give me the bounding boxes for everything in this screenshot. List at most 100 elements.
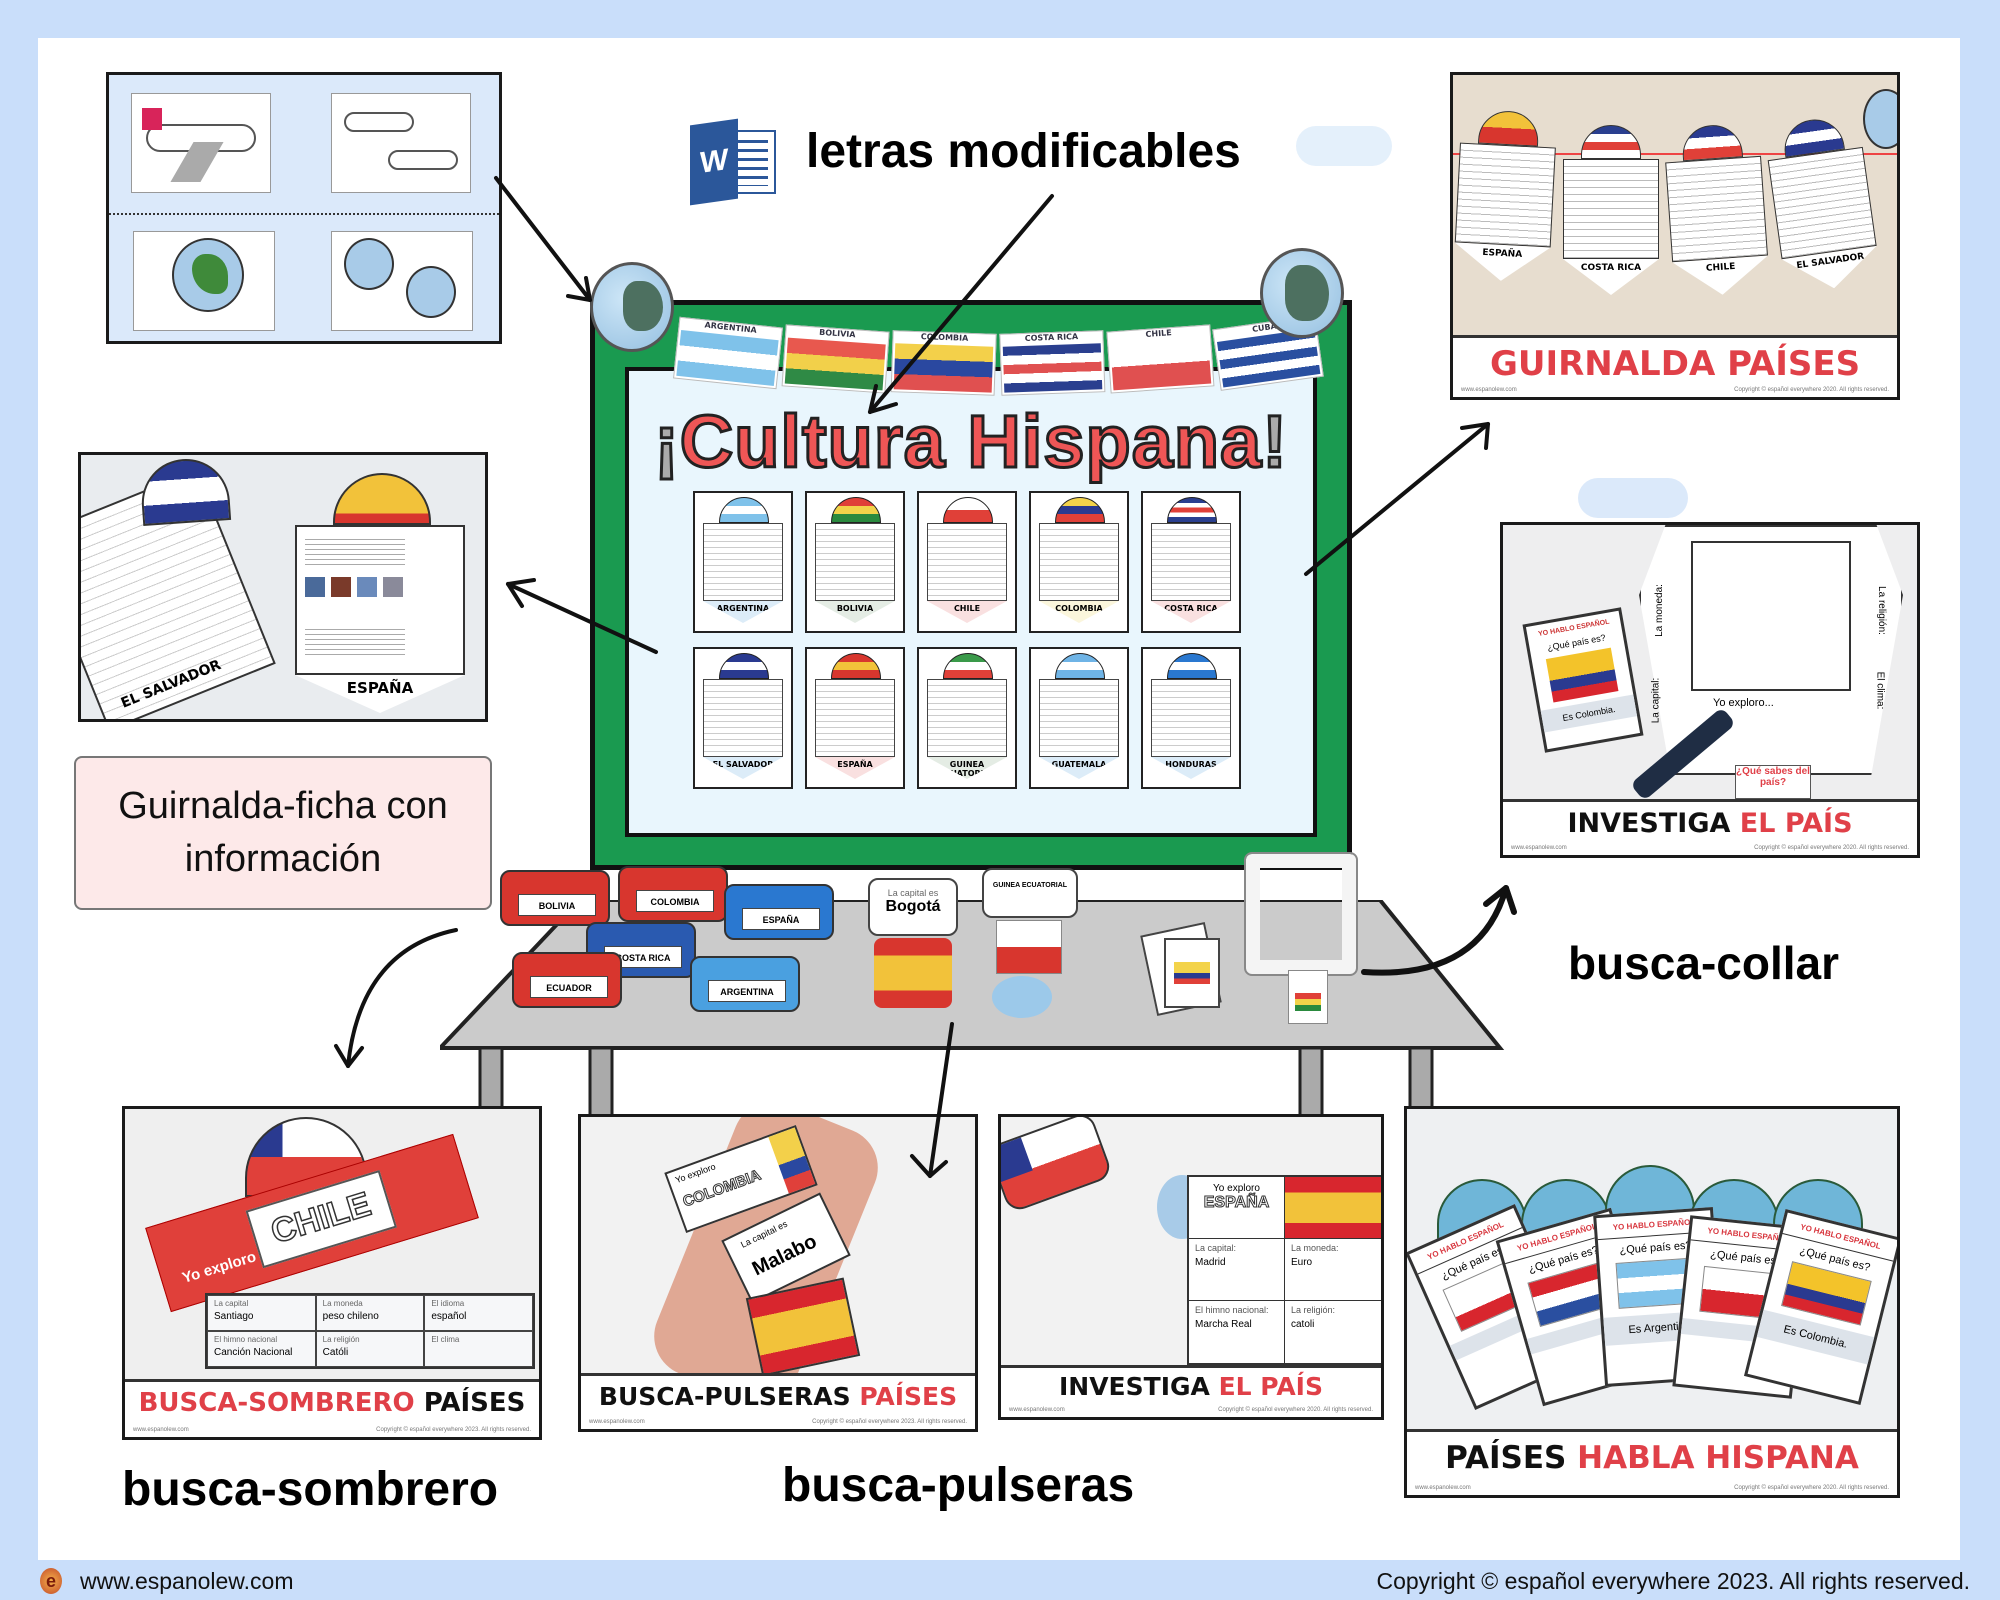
paper-hat: BOLIVIA [500,870,610,926]
table-leg [588,1046,614,1120]
ficha-info-label: Guirnalda-ficha con información [74,756,492,910]
info-label: La capital [214,1299,249,1308]
writing-lines [1151,679,1231,757]
table-quiz-cards [1128,922,1228,1016]
globe-icon [1863,89,1897,149]
info-label: La religión [322,1335,360,1344]
footer-site-link[interactable]: www.espanolew.com [80,1567,294,1594]
info-label: El idioma [431,1299,465,1308]
pennant-label: ESPAÑA [815,757,895,779]
writing-lines [1563,159,1659,259]
decor-templates-panel [106,72,502,344]
pennant-label: ARGENTINA [703,601,783,623]
info-label: La moneda [322,1299,363,1308]
explore-country: ESPAÑA [1203,1194,1270,1212]
info-value: Euro [1291,1257,1313,1268]
pennant-label: GUATEMALA [1039,757,1119,779]
flag-icon [831,497,881,523]
flag-icon [1680,123,1744,162]
info-value: catoli [1291,1319,1315,1330]
airplane-icon [344,112,414,132]
info-value: español [431,1311,467,1322]
bracelet-capital-value: Bogotá [885,898,941,915]
caption-text: PAÍSES [1445,1440,1567,1476]
info-cell: El himno nacional:Marcha Real [1189,1301,1285,1363]
writing-lines [927,679,1007,757]
word-w-letter: W [690,118,738,206]
collar-side-label: La religión: [1875,586,1887,635]
airplane-sheet [131,93,271,193]
caption-text: HABLA HISPANA [1577,1440,1859,1476]
pennant-card: GUINEA ECUATORIAL [917,647,1017,789]
flag-icon [1002,343,1103,393]
flag-icon [893,343,994,393]
word-doc-icon: W [690,118,778,206]
writing-lines [1665,155,1768,263]
hat-label: ECUADOR [530,976,608,998]
title-text: Cultura Hispana [678,399,1263,485]
busca-pulseras-label: busca-pulseras [782,1459,1135,1512]
flag-icon [1110,337,1212,391]
flag-icon [719,497,769,523]
pennant-card: BOLIVIA [805,491,905,633]
divider-dotted [109,213,499,215]
quiz-card: YO HABLO ESPAÑOL ¿Qué país es? Es Colomb… [1522,607,1644,753]
pennant-label: GUINEA ECUATORIAL [927,757,1007,779]
writing-lines [1039,679,1119,757]
info-sheet [295,525,465,675]
globe-icon [1260,248,1344,338]
caption-text: BUSCA-PULSERAS [598,1382,851,1411]
caption-site: www.espanolew.com [1415,1485,1471,1491]
pennant-label: HONDURAS [1151,757,1231,779]
paper-hat: COLOMBIA [618,866,728,922]
caption-copyright: Copyright © español everywhere 2023. All… [376,1427,531,1433]
flag-icon [1055,653,1105,679]
writing-lines [1767,146,1877,260]
hat-label: ARGENTINA [708,980,786,1002]
info-value: Canción Nacional [214,1347,293,1358]
info-cell: La religión:catoli [1285,1301,1381,1363]
bunting-flag: COLOMBIA [890,330,997,396]
caption-site: www.espanolew.com [1461,387,1517,393]
collar-side-label: La capital: [1650,677,1662,724]
hat-label: BOLIVIA [518,894,596,916]
flag-icon [719,653,769,679]
info-value: Marcha Real [1195,1319,1252,1330]
pennant-label: COSTA RICA [1151,601,1231,623]
panel-guirnalda-ficha: EL SALVADOR ESPAÑA [78,452,488,722]
info-cell: La moneda peso chileno [315,1295,425,1331]
bracelet-chile [1001,1117,1114,1214]
globe-icon [344,238,394,290]
paper-hat: ESPAÑA [724,884,834,940]
info-cell: La moneda:Euro [1285,1239,1381,1301]
caption-text: EL PAÍS [1739,808,1853,839]
explore-cell: Yo exploro ESPAÑA [1189,1177,1285,1239]
footer-copyright: Copyright © español everywhere 2023. All… [1376,1567,1970,1594]
pennant-card: EL SALVADOR [693,647,793,789]
collar-frame [1244,852,1358,976]
pennant-card: GUATEMALA [1029,647,1129,789]
writing-lines [1151,523,1231,601]
globe-icon [590,262,674,352]
garland-photo: ESPAÑA COSTA RICA CHILE EL SALVADOR [1453,75,1897,337]
bracelet-spain [874,938,952,1008]
writing-lines [703,523,783,601]
colombia-flag [1545,647,1619,703]
info-value: peso chileno [322,1311,379,1322]
caption-text: INVESTIGA [1058,1372,1210,1401]
explore-text: Yo exploro [1213,1183,1260,1194]
table-leg [478,1046,504,1120]
